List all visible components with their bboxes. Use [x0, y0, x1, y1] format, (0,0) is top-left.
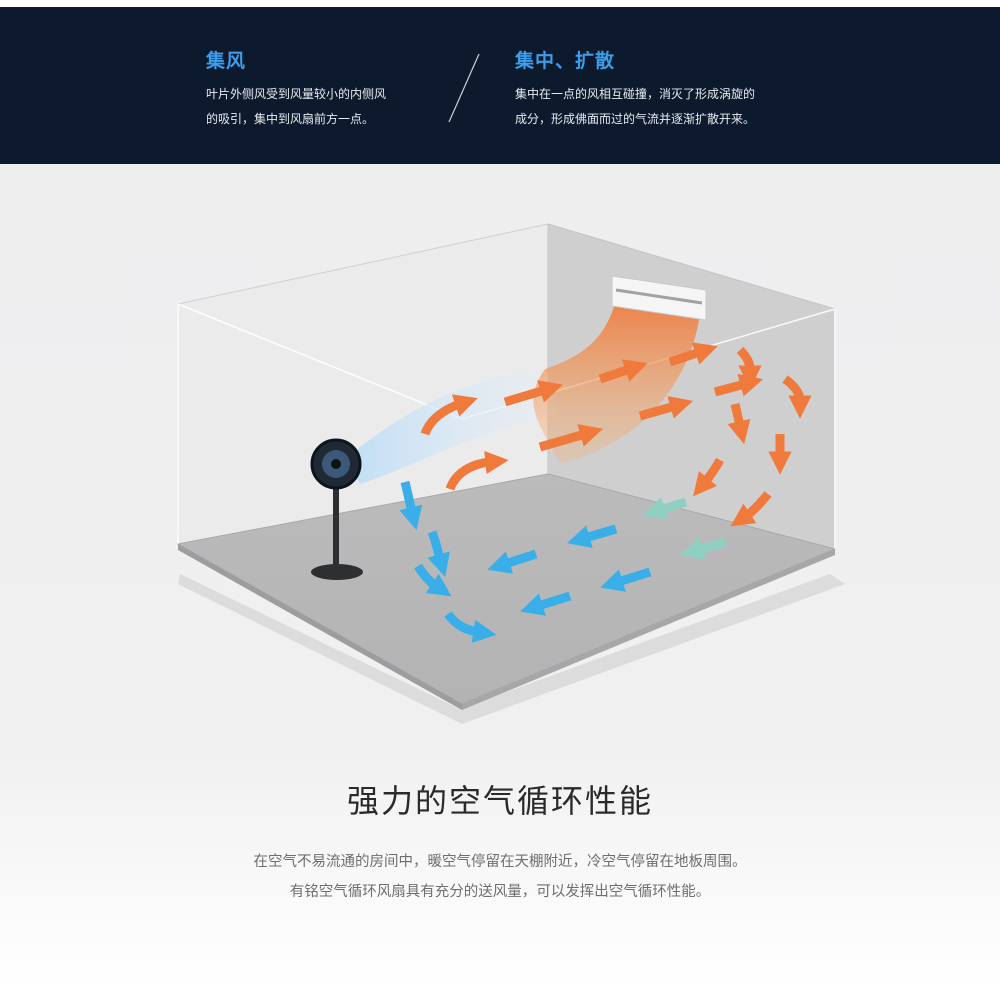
warm-air-arrow-icon	[638, 396, 693, 421]
feature-concentrate-title: 集风	[206, 50, 247, 72]
cool-air-arrow-icon	[427, 530, 450, 578]
section-description-line-1: 在空气不易流通的房间中，暖空气停留在天棚附近，冷空气停留在地板周围。	[253, 854, 747, 870]
room-illustration	[176, 223, 845, 724]
warm-air-arrow-icon	[693, 457, 724, 497]
air-conditioner-icon	[611, 275, 707, 321]
cool-air-arrow-icon	[520, 591, 572, 616]
warm-air-arrow-icon	[727, 403, 751, 445]
room-scene: 强力的空气循环性能 在空气不易流通的房间中，暖空气停留在天棚附近，冷空气停留在地…	[0, 164, 1000, 989]
section-description-line-2: 有铭空气循环风扇具有充分的送风量，可以发挥出空气循环性能。	[289, 884, 711, 900]
warm-air-arrow-icon	[503, 380, 563, 407]
feature-concentrate: 集风 叶片外侧风受到风量较小的内侧风 的吸引，集中到风扇前方一点。	[206, 50, 386, 132]
cool-air-arrow-icon	[487, 549, 538, 574]
warm-air-arrow-icon	[538, 424, 603, 452]
section-title: 强力的空气循环性能	[346, 782, 653, 820]
mixed-air-arrow-group	[642, 497, 727, 560]
warm-air-arrow-icon	[445, 450, 509, 491]
cool-air-arrow-icon	[399, 480, 423, 531]
cool-air-arrow-icon	[444, 611, 497, 643]
warm-air-arrow-icon	[736, 346, 762, 389]
feature-diffuse: 集中、扩散 集中在一点的风相互碰撞，消灭了形成涡旋的 成分，形成佛面而过的气流并…	[515, 50, 755, 132]
feature-concentrate-line-1: 叶片外侧风受到风量较小的内侧风	[206, 87, 387, 101]
cool-air-arrow-icon	[600, 567, 652, 592]
feature-banner: 集风 叶片外侧风受到风量较小的内侧风 的吸引，集中到风扇前方一点。 集中、扩散 …	[0, 7, 1000, 164]
warm-air-arrow-icon	[598, 359, 648, 384]
cool-air-arrow-group	[399, 480, 652, 643]
mixed-air-arrow-icon	[642, 497, 688, 520]
cool-air-arrow-icon	[414, 563, 452, 597]
feature-diffuse-line-2: 成分，形成佛面而过的气流并逐渐扩散开来。	[515, 112, 756, 126]
cool-air-arrow-icon	[567, 524, 618, 548]
warm-air-beam	[533, 304, 700, 464]
slash-divider	[448, 53, 480, 123]
warm-air-arrow-icon	[782, 375, 812, 419]
warm-air-arrow-icon	[730, 491, 772, 527]
warm-air-arrow-icon	[668, 342, 718, 367]
warm-air-arrow-icon	[420, 394, 478, 436]
mixed-air-arrow-icon	[680, 537, 727, 560]
feature-concentrate-line-2: 的吸引，集中到风扇前方一点。	[206, 112, 375, 126]
warm-air-arrow-group	[420, 342, 812, 527]
feature-diffuse-line-1: 集中在一点的风相互碰撞，消灭了形成涡旋的	[515, 87, 756, 101]
feature-diffuse-title: 集中、扩散	[515, 50, 616, 72]
circulator-fan-icon	[310, 438, 363, 580]
